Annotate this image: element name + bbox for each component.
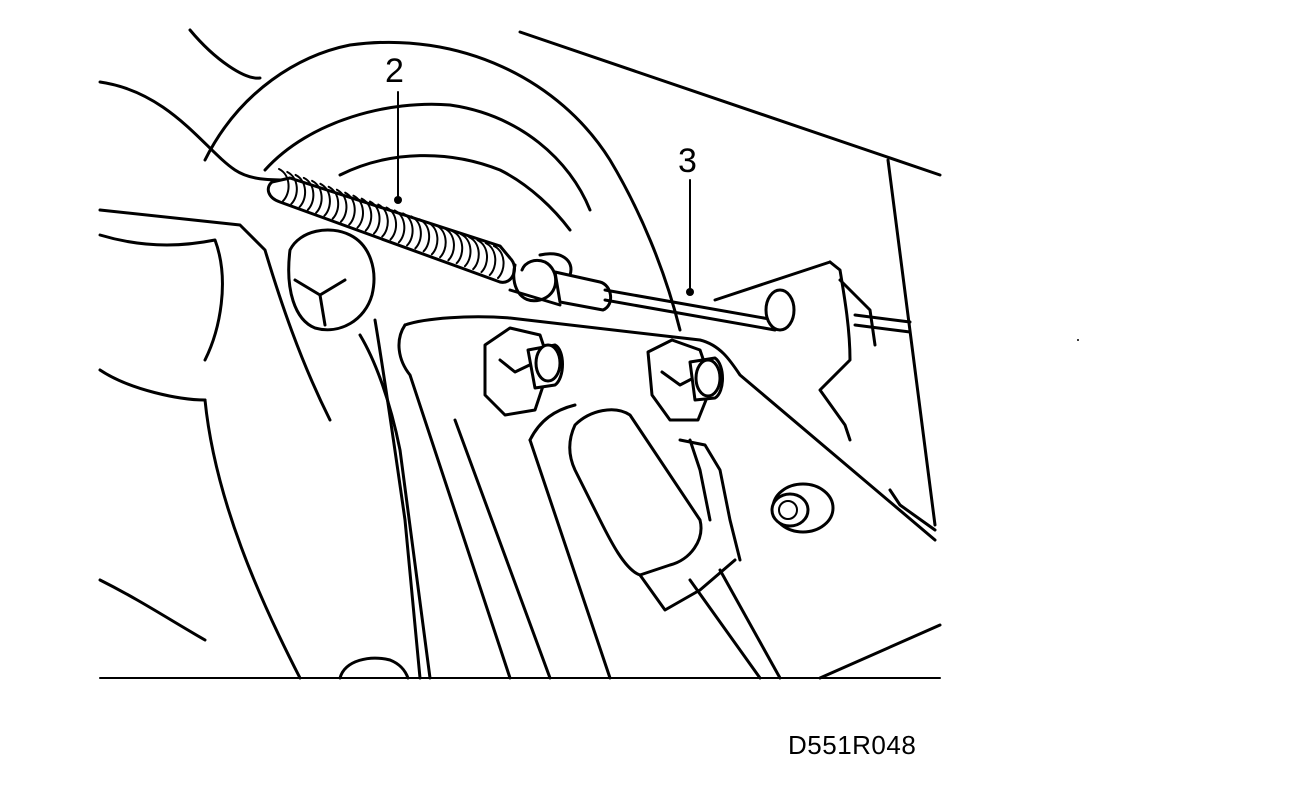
- spring-coil: [335, 188, 348, 223]
- speck: [1077, 339, 1079, 341]
- spring-coil: [311, 179, 323, 214]
- leader-dot-2: [394, 196, 402, 204]
- spring-coil: [286, 170, 298, 205]
- spring-coil: [278, 168, 290, 202]
- spring-coil: [402, 212, 414, 247]
- spring-coil: [493, 245, 505, 279]
- large-hex-nut: [287, 228, 376, 332]
- hex-nut-stud-1: [483, 326, 564, 417]
- spring-coil: [360, 197, 373, 232]
- spring-coil: [368, 200, 381, 235]
- spring-coil: [393, 209, 406, 244]
- bracket: [818, 260, 877, 442]
- pulley-disk: [203, 40, 682, 332]
- spring-coil: [459, 233, 472, 268]
- callout-2: 2: [385, 52, 404, 90]
- figure-code: D551R048: [788, 730, 917, 760]
- leader-lines: [394, 91, 694, 296]
- spring-coil: [476, 239, 488, 274]
- spring-coil: [443, 227, 455, 262]
- mounting-plate: [358, 315, 937, 680]
- spring-coil: [344, 191, 356, 226]
- spring-coil: [319, 182, 331, 217]
- spring-coil: [468, 236, 480, 271]
- lower-left-part: [338, 656, 410, 680]
- spring-coil: [435, 224, 447, 259]
- spring-coil: [410, 215, 422, 250]
- rod: [603, 260, 912, 334]
- spring-coil: [302, 176, 315, 211]
- spring-coil: [327, 185, 340, 220]
- spring-coil: [294, 173, 307, 208]
- spring-coil: [451, 230, 464, 265]
- spring-coil: [484, 242, 497, 277]
- background-structure: [98, 28, 942, 680]
- spring: [266, 168, 516, 284]
- leader-dot-3: [686, 288, 694, 296]
- spring-coil: [377, 203, 389, 238]
- spring-coil: [418, 218, 431, 253]
- wire-connector: [528, 403, 782, 680]
- spring-coil: [426, 221, 439, 256]
- callout-3: 3: [678, 142, 697, 180]
- spring-coil: [352, 194, 364, 229]
- small-stud: [770, 482, 835, 534]
- spring-coil: [385, 206, 397, 241]
- spring-hook: [508, 252, 612, 312]
- hex-nut-stud-2: [646, 338, 724, 422]
